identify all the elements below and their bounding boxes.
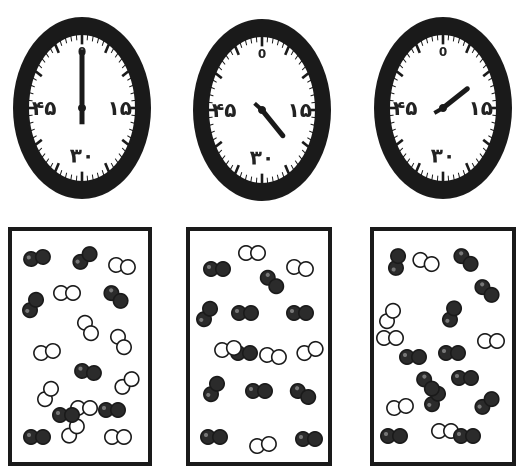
light-molecule (239, 246, 265, 260)
dark-molecule (452, 371, 478, 385)
atom-highlight (384, 432, 388, 436)
dial-label-top: 0 (439, 45, 447, 59)
atom-highlight (290, 309, 294, 313)
dial-label-left: ۴۵ (393, 96, 417, 120)
atom (117, 430, 131, 444)
atom (389, 331, 403, 345)
dial-label-right: ۱۵ (288, 98, 312, 122)
stopwatch-pivot (439, 104, 447, 112)
atom-highlight (102, 406, 106, 410)
dial-label-left: ۴۵ (212, 98, 236, 122)
dial-label-bottom: ۳۰ (70, 143, 94, 167)
dial-label-right: ۱۵ (469, 96, 493, 120)
atom (213, 430, 227, 444)
dark-molecule (439, 346, 465, 360)
atom (83, 401, 97, 415)
dark-molecule (381, 429, 407, 443)
atom (258, 384, 272, 398)
light-molecule (478, 334, 504, 348)
atom-highlight (207, 265, 211, 269)
atom-highlight (235, 309, 239, 313)
atom-highlight (442, 349, 446, 353)
atom (308, 432, 322, 446)
stopwatch-pivot (78, 104, 86, 112)
light-molecule (105, 430, 131, 444)
atom (65, 408, 79, 422)
atom-highlight (56, 411, 60, 415)
atom (66, 286, 80, 300)
dark-molecule (24, 430, 50, 444)
dial-label-bottom: ۳۰ (431, 143, 455, 167)
atom-highlight (455, 374, 459, 378)
dark-molecule (232, 306, 258, 320)
dark-molecule (246, 384, 272, 398)
atom (393, 429, 407, 443)
atom (464, 371, 478, 385)
light-molecule (377, 331, 403, 345)
dark-molecule (296, 432, 322, 446)
atom-highlight (204, 433, 208, 437)
dark-molecule (53, 408, 79, 422)
atom (244, 306, 258, 320)
dark-molecule (454, 429, 480, 443)
reaction-container-3 (372, 229, 514, 464)
dial-label-right: ۱۵ (108, 96, 132, 120)
atom-highlight (249, 387, 253, 391)
dial-label-top: 0 (258, 47, 266, 61)
dark-molecule (201, 430, 227, 444)
dark-molecule (400, 350, 426, 364)
dark-molecule (99, 403, 125, 417)
stopwatch-2: 0 ۱۵ ۳۰ ۴۵ (193, 19, 331, 201)
light-molecule (54, 286, 80, 300)
atom (36, 430, 50, 444)
dark-molecule (204, 262, 230, 276)
stopwatch-1: 0۱۵۳۰۴۵ (13, 17, 151, 199)
atom (216, 262, 230, 276)
atom (243, 346, 257, 360)
atom (299, 306, 313, 320)
dial-label-bottom: ۳۰ (250, 145, 274, 169)
reaction-container-2 (188, 229, 330, 464)
dial-label-left: ۴۵ (32, 96, 56, 120)
reaction-container-1 (10, 229, 150, 464)
atom-highlight (403, 353, 407, 357)
atom-highlight (299, 435, 303, 439)
atom (466, 429, 480, 443)
atom-highlight (27, 433, 31, 437)
atom (451, 346, 465, 360)
atom (490, 334, 504, 348)
stopwatch-pivot (258, 106, 266, 114)
atom-highlight (457, 432, 461, 436)
dark-molecule (287, 306, 313, 320)
atom (251, 246, 265, 260)
stopwatch-3: 0 ۱۵ ۳۰ ۴۵ (374, 17, 512, 199)
atom (412, 350, 426, 364)
atom (111, 403, 125, 417)
